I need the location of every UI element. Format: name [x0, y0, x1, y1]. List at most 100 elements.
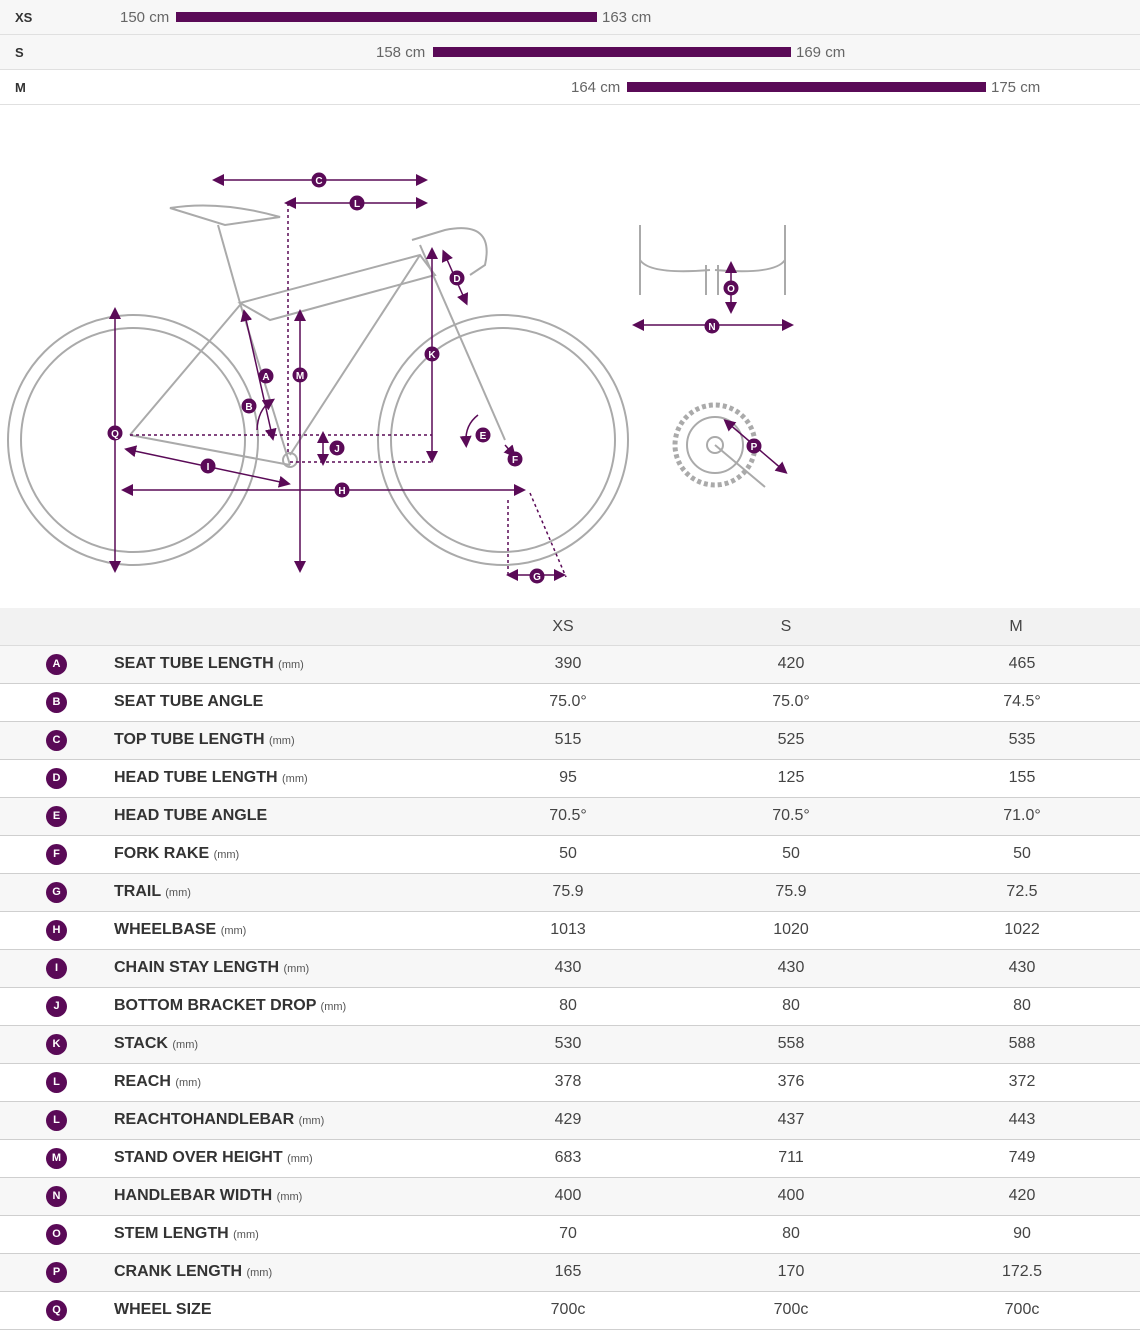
- cell-xs: 429: [554, 1111, 582, 1128]
- badge-g: G: [529, 568, 545, 584]
- row-label: REACH (mm): [114, 1073, 201, 1091]
- badge-i: I: [200, 458, 216, 474]
- badge-m: M: [292, 367, 308, 383]
- size-label: M: [15, 80, 26, 95]
- letter-badge: O: [46, 1224, 67, 1245]
- cell-m: 700c: [1004, 1301, 1040, 1318]
- badge-n: N: [704, 318, 720, 334]
- cell-s: 558: [777, 1035, 805, 1052]
- row-unit: (mm): [165, 887, 191, 899]
- cell-s: 711: [778, 1149, 804, 1166]
- row-label-text: CRANK LENGTH: [114, 1263, 242, 1280]
- cell-s: 80: [782, 997, 800, 1014]
- cell-s: 376: [777, 1073, 805, 1090]
- range-bar: [176, 12, 597, 22]
- dimension-lines: [109, 174, 794, 581]
- row-label: REACHTOHANDLEBAR (mm): [114, 1111, 324, 1129]
- range-max: 163 cm: [602, 9, 652, 26]
- range-max: 169 cm: [796, 44, 846, 61]
- row-label-text: SEAT TUBE LENGTH: [114, 655, 274, 672]
- row-unit: (mm): [268, 735, 295, 747]
- row-label: SEAT TUBE ANGLE: [114, 693, 263, 711]
- svg-text:O: O: [727, 284, 735, 295]
- letter-badge: A: [46, 654, 67, 675]
- letter-badge: N: [46, 1186, 67, 1207]
- range-bar: [627, 82, 986, 92]
- row-unit: (mm): [287, 1153, 313, 1165]
- row-unit: (mm): [320, 1001, 347, 1013]
- bike-outline: [7, 204, 786, 566]
- row-label: CRANK LENGTH (mm): [114, 1263, 272, 1281]
- letter-badge: E: [46, 806, 67, 827]
- row-unit: (mm): [298, 1115, 325, 1127]
- row-label-text: REACH: [114, 1073, 171, 1090]
- table-header: XS S M: [0, 608, 1140, 646]
- svg-text:D: D: [453, 274, 460, 285]
- svg-text:F: F: [512, 455, 518, 466]
- size-range-xs: XS 150 cm 163 cm: [0, 0, 1140, 35]
- row-label-text: HEAD TUBE LENGTH: [114, 769, 278, 786]
- row-label-text: BOTTOM BRACKET DROP: [114, 997, 317, 1014]
- cell-s: 420: [777, 655, 805, 672]
- cell-xs: 1013: [550, 921, 586, 938]
- row-unit: (mm): [175, 1077, 201, 1089]
- badge-e: E: [475, 427, 491, 443]
- cell-xs: 378: [554, 1073, 582, 1090]
- cell-xs: 75.0°: [549, 693, 587, 710]
- letter-badge: L: [46, 1072, 67, 1093]
- row-label: TRAIL (mm): [114, 883, 191, 901]
- cell-s: 80: [782, 1225, 800, 1242]
- size-label: XS: [15, 10, 33, 25]
- badge-c: C: [311, 172, 327, 188]
- size-label: S: [15, 45, 24, 60]
- row-label-text: WHEEL SIZE: [114, 1301, 212, 1318]
- cell-s: 170: [777, 1263, 805, 1280]
- row-unit: (mm): [233, 1229, 259, 1241]
- row-unit: (mm): [246, 1267, 273, 1279]
- cell-m: 71.0°: [1003, 807, 1041, 824]
- cell-xs: 80: [559, 997, 577, 1014]
- row-label: SEAT TUBE LENGTH (mm): [114, 655, 304, 673]
- row-unit: (mm): [220, 925, 247, 937]
- letter-badge: C: [46, 730, 67, 751]
- row-label-text: CHAIN STAY LENGTH: [114, 959, 280, 976]
- cell-xs: 515: [554, 731, 582, 748]
- cell-xs: 683: [554, 1149, 582, 1166]
- cell-m: 465: [1008, 655, 1036, 672]
- cell-xs: 95: [559, 769, 577, 786]
- svg-text:P: P: [751, 442, 758, 453]
- row-unit: (mm): [283, 963, 310, 975]
- row-label-text: WHEELBASE: [114, 921, 217, 938]
- cell-s: 525: [777, 731, 805, 748]
- letter-badge: B: [46, 692, 67, 713]
- badge-d: D: [449, 270, 465, 286]
- row-label-text: REACHTOHANDLEBAR: [114, 1111, 295, 1128]
- cell-xs: 700c: [550, 1301, 586, 1318]
- row-label-text: HANDLEBAR WIDTH: [114, 1187, 273, 1204]
- badge-j: J: [329, 440, 345, 456]
- svg-text:I: I: [207, 462, 210, 473]
- badge-a: A: [258, 368, 274, 384]
- row-label-text: TOP TUBE LENGTH: [114, 731, 265, 748]
- cell-xs: 70: [559, 1225, 577, 1242]
- geometry-diagram: C L D K M A B Q J E F I H G O N P: [7, 172, 794, 584]
- row-label: WHEEL SIZE: [114, 1301, 212, 1319]
- cell-s: 70.5°: [772, 807, 810, 824]
- row-label-text: STACK: [114, 1035, 168, 1052]
- cell-m: 430: [1008, 959, 1036, 976]
- row-label: WHEELBASE (mm): [114, 921, 246, 939]
- size-range-s: S 158 cm 169 cm: [0, 35, 1140, 70]
- dimension-badges: C L D K M A B Q J E F I H G O N P: [107, 172, 762, 584]
- cell-s: 75.0°: [772, 693, 810, 710]
- badge-h: H: [334, 482, 350, 498]
- svg-text:J: J: [334, 444, 340, 455]
